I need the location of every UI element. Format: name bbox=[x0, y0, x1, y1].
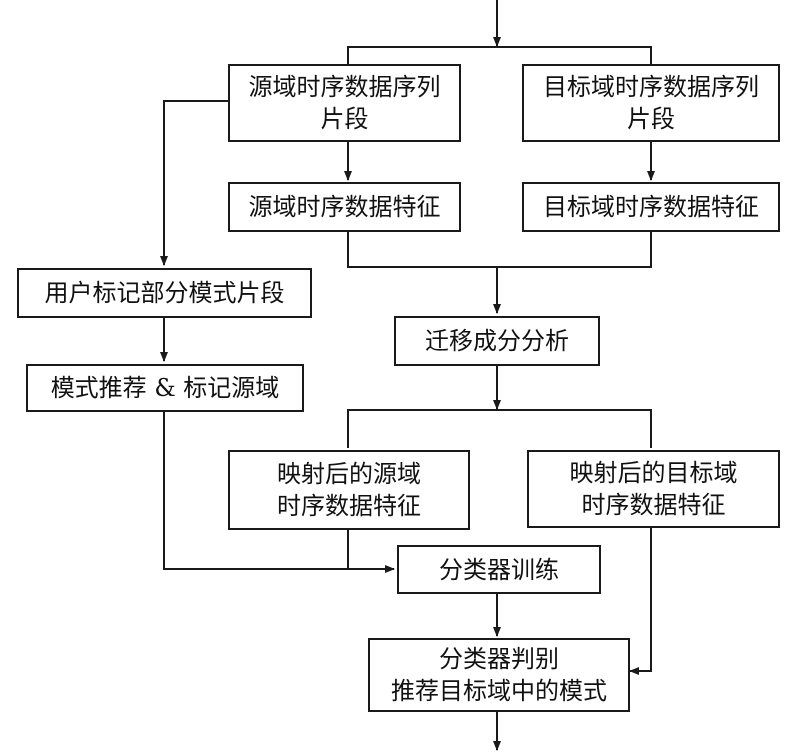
edge-features-merge bbox=[347, 232, 652, 268]
source-segments-box: 源域时序数据序列 片段 bbox=[228, 64, 461, 142]
source-features-label: 源域时序数据特征 bbox=[248, 193, 441, 221]
mapped-target-line2: 时序数据特征 bbox=[581, 491, 726, 519]
pattern-recommend-label: 模式推荐 & 标记源域 bbox=[50, 374, 280, 402]
classifier-training-box: 分类器训练 bbox=[397, 545, 601, 594]
source-features-box: 源域时序数据特征 bbox=[228, 182, 461, 232]
edge-split-mid bbox=[347, 409, 652, 448]
edge-recommend-to-training bbox=[163, 412, 395, 573]
user-marking-box: 用户标记部分模式片段 bbox=[17, 268, 312, 318]
mapped-source-line2: 时序数据特征 bbox=[277, 492, 421, 520]
tca-box: 迁移成分分析 bbox=[394, 316, 600, 366]
target-segments-line2: 片段 bbox=[627, 105, 675, 133]
edge-mapped-target-to-judge bbox=[629, 528, 652, 675]
user-marking-label: 用户标记部分模式片段 bbox=[44, 279, 285, 307]
mapped-target-box: 映射后的目标域 时序数据特征 bbox=[527, 450, 780, 528]
edge-seg-to-user-marking bbox=[160, 100, 228, 266]
target-features-label: 目标域时序数据特征 bbox=[543, 193, 759, 221]
target-features-box: 目标域时序数据特征 bbox=[522, 182, 780, 232]
classifier-judge-line2: 推荐目标域中的模式 bbox=[391, 677, 607, 705]
edge-split-top bbox=[347, 46, 652, 64]
mapped-target-line1: 映射后的目标域 bbox=[569, 459, 738, 487]
mapped-source-box: 映射后的源域 时序数据特征 bbox=[228, 450, 470, 530]
source-segments-line1: 源域时序数据序列 bbox=[248, 73, 441, 101]
mapped-source-line1: 映射后的源域 bbox=[277, 460, 421, 488]
classifier-judge-line1: 分类器判别 bbox=[439, 645, 559, 673]
pattern-recommend-box: 模式推荐 & 标记源域 bbox=[26, 364, 304, 412]
target-segments-line1: 目标域时序数据序列 bbox=[543, 73, 759, 101]
target-segments-box: 目标域时序数据序列 片段 bbox=[522, 64, 780, 142]
tca-label: 迁移成分分析 bbox=[425, 327, 569, 355]
classifier-training-label: 分类器训练 bbox=[439, 555, 559, 584]
classifier-judge-box: 分类器判别 推荐目标域中的模式 bbox=[368, 638, 630, 712]
source-segments-line2: 片段 bbox=[320, 105, 369, 133]
